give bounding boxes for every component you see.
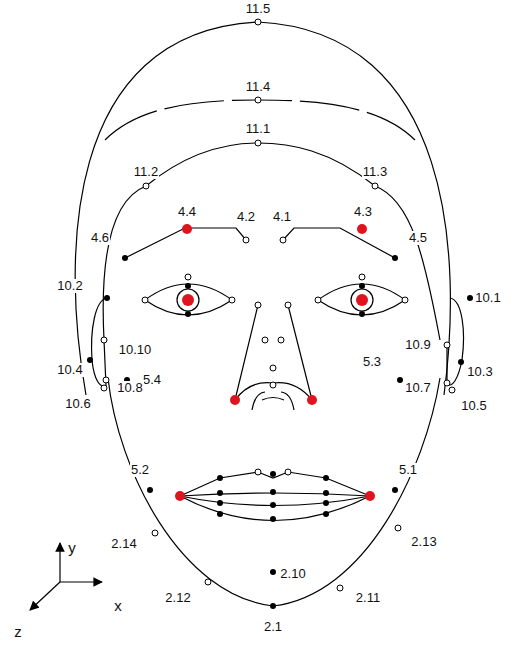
callout-number: 4.4 bbox=[177, 205, 197, 219]
head-outline bbox=[75, 22, 450, 395]
hair-line bbox=[105, 100, 415, 140]
callout-number: 4.5 bbox=[408, 231, 428, 245]
left-ear bbox=[92, 298, 107, 386]
callout-number: 4.1 bbox=[272, 210, 292, 224]
left-eye bbox=[145, 284, 232, 315]
z-axis bbox=[30, 582, 60, 610]
jaw-outline bbox=[108, 378, 440, 606]
callout-number: 10.7 bbox=[404, 381, 431, 395]
callout-number: 11.5 bbox=[245, 2, 271, 16]
callout-number: 10.2 bbox=[56, 279, 83, 293]
callout-number: 10.6 bbox=[64, 397, 91, 411]
callout-number: 10.3 bbox=[466, 365, 493, 379]
callout-number: 5.4 bbox=[142, 373, 162, 387]
y-axis bbox=[59, 543, 60, 582]
callout-number: 10.4 bbox=[56, 363, 83, 377]
callout-number: 2.12 bbox=[164, 591, 191, 605]
callout-number: 4.3 bbox=[353, 205, 373, 219]
axis-label: z bbox=[13, 625, 23, 639]
callout-number: 4.6 bbox=[90, 231, 110, 245]
right-eyebrow bbox=[283, 228, 395, 258]
callout-number: 5.3 bbox=[362, 355, 382, 369]
callout-number: 2.14 bbox=[110, 537, 137, 551]
hairline bbox=[103, 143, 440, 340]
callout-number: 11.2 bbox=[133, 165, 159, 179]
callout-number: 5.1 bbox=[398, 463, 418, 477]
callout-number: 4.2 bbox=[236, 210, 256, 224]
callout-number: 2.1 bbox=[263, 620, 283, 634]
callout-number: 2.13 bbox=[410, 535, 437, 549]
x-axis bbox=[60, 581, 102, 582]
feature-points bbox=[87, 255, 473, 609]
highlighted-points bbox=[175, 224, 375, 501]
right-ear bbox=[447, 298, 464, 385]
callout-number: 10.10 bbox=[118, 343, 153, 357]
callout-number: 11.1 bbox=[245, 122, 271, 136]
axis-label: y bbox=[67, 541, 77, 555]
callout-number: 5.2 bbox=[130, 463, 150, 477]
callout-number: 10.1 bbox=[474, 291, 501, 305]
callout-number: 11.4 bbox=[245, 80, 271, 94]
callout-number: 10.8 bbox=[116, 381, 143, 395]
nose-lines bbox=[235, 305, 312, 400]
callout-number: 11.3 bbox=[362, 165, 388, 179]
axis-label: x bbox=[113, 599, 123, 613]
callout-number: 10.5 bbox=[460, 399, 487, 413]
left-iris bbox=[177, 289, 199, 311]
callout-number: 2.11 bbox=[355, 591, 381, 605]
open-feature-points bbox=[101, 19, 455, 591]
right-iris bbox=[351, 289, 373, 311]
callout-number: 10.9 bbox=[404, 338, 431, 352]
callout-number: 2.10 bbox=[279, 567, 306, 581]
nostril-detail bbox=[252, 392, 294, 410]
upper-lip bbox=[180, 472, 370, 496]
right-eye bbox=[318, 284, 405, 315]
